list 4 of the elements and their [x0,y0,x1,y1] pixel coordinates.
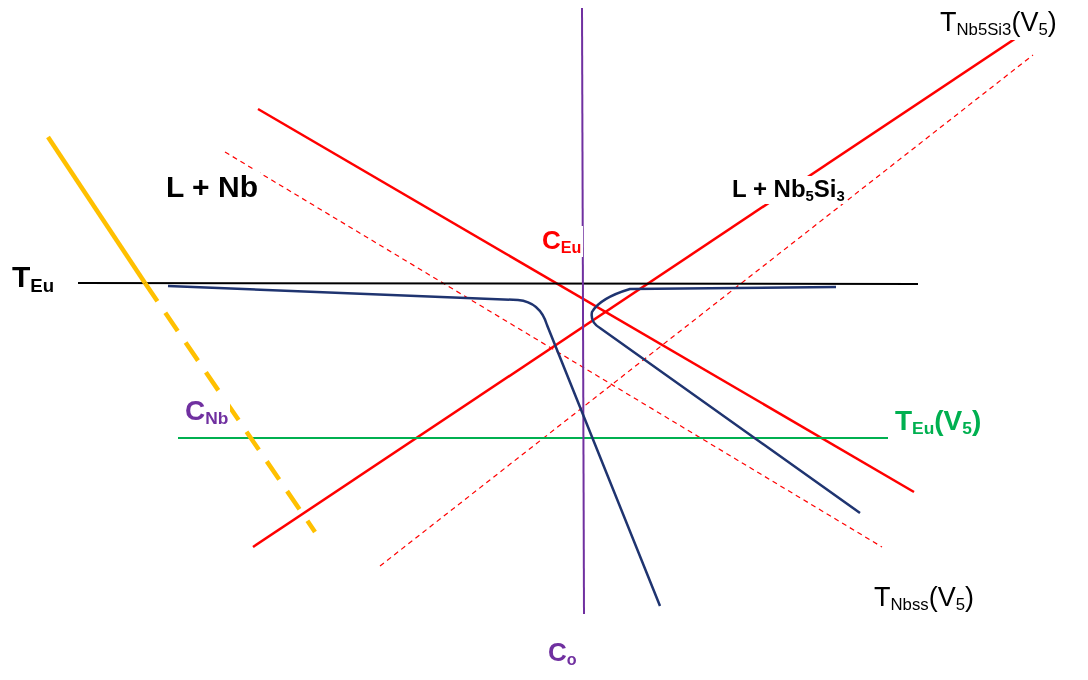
temperature-label: T$_{Nb5Si3}$(V$_{5}$) [938,8,1059,40]
phase-region-label: L + Nb$_{5}$Si$_{3}$ [730,176,847,205]
composition-label: C$_{Eu}$ [540,226,584,257]
temperature-label: T$_{Nbss}$(V$_{5}$) [872,583,976,615]
